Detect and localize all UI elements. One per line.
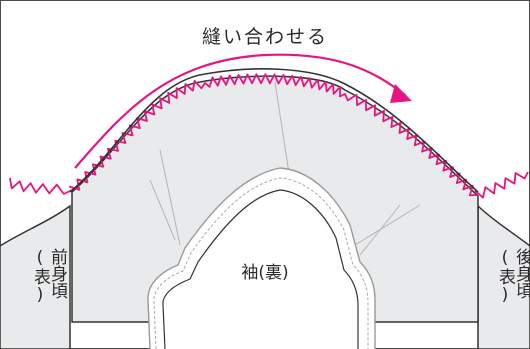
back-body-label: 後身頃(表): [495, 248, 530, 305]
overlock-stitch: [68, 73, 477, 197]
arrow-head-icon: [390, 84, 412, 103]
front-body-label: 前身頃(表): [30, 248, 67, 305]
front-body-piece: [0, 204, 71, 349]
sleeve-label: 袖(裏): [241, 263, 289, 283]
seam-line: [69, 68, 479, 193]
sewing-direction-arrow: [74, 53, 406, 169]
armhole-stitch-line: [153, 177, 369, 349]
armhole-inner-outline: [162, 189, 359, 349]
overlock-stitch-right-tail: [474, 171, 529, 199]
back-body-piece: [477, 204, 530, 349]
overlock-stitch-left-tail: [9, 177, 73, 195]
diagram-title: 縫い合わせる: [201, 26, 328, 48]
fold-lines: [149, 81, 421, 256]
